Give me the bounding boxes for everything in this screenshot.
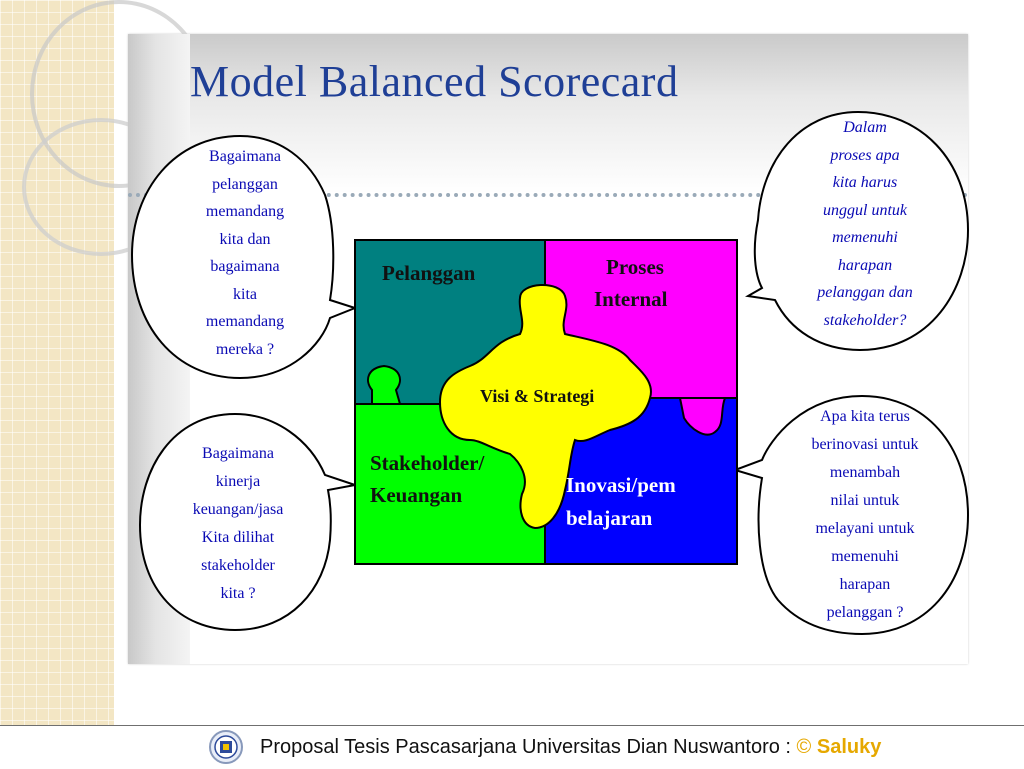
bubble-line: pelanggan ? xyxy=(826,604,904,621)
bubble-line: unggul untuk xyxy=(823,201,907,219)
bubble-line: mereka ? xyxy=(215,340,275,358)
stakeholder-label-line1: Stakeholder/ xyxy=(370,451,485,475)
bubble-line: stakeholder xyxy=(201,557,275,574)
bubble-top-left xyxy=(130,134,358,380)
bubble-line: memenuhi xyxy=(831,548,899,565)
bubble-line: Dalam xyxy=(843,119,887,136)
bubble-line: kita dan xyxy=(219,230,271,248)
bubble-line: menambah xyxy=(829,464,901,481)
bubble-line: harapan xyxy=(839,576,891,593)
bubble-line: proses apa xyxy=(830,146,900,164)
footer-text: Proposal Tesis Pascasarjana Universitas … xyxy=(260,736,881,759)
center-piece-visi-strategi xyxy=(438,283,652,530)
puzzle-tab-green xyxy=(367,364,402,405)
stakeholder-label-line2: Keuangan xyxy=(370,483,463,507)
proses-label-line2: Internal xyxy=(594,287,668,311)
footer-bar xyxy=(0,725,1024,769)
university-seal-icon xyxy=(209,730,243,764)
bubble-line: keuangan/jasa xyxy=(192,501,284,518)
bubble-top-right xyxy=(744,110,970,352)
slide-title: Model Balanced Scorecard xyxy=(190,57,679,106)
dotted-divider xyxy=(128,193,968,197)
puzzle-tab-magenta xyxy=(678,397,727,436)
footer-title: Proposal Tesis Pascasarjana Universitas … xyxy=(260,736,797,758)
bubble-bottom-left-text: Bagaimana kinerja keuangan/jasa Kita dil… xyxy=(148,440,328,608)
bubble-line: Kita dilihat xyxy=(201,529,275,546)
bubble-bottom-right-text: Apa kita terus berinovasi untuk menambah… xyxy=(770,403,960,627)
pelanggan-label: Pelanggan xyxy=(382,261,476,285)
bubble-bottom-left xyxy=(138,412,356,632)
bubble-line: kita xyxy=(233,285,257,303)
proses-label-line1: Proses xyxy=(606,255,664,279)
bubble-line: Apa kita terus xyxy=(820,408,910,425)
bubble-line: pelanggan dan xyxy=(817,284,913,301)
bubble-line: memandang xyxy=(205,313,285,330)
copyright-symbol: © xyxy=(796,736,812,758)
bubble-line: kita harus xyxy=(832,174,898,191)
bubble-line: nilai untuk xyxy=(830,492,900,509)
bubble-top-left-text: Bagaimana pelanggan memandang kita dan b… xyxy=(160,143,330,363)
inovasi-label-line1: Inovasi/pem xyxy=(566,473,676,497)
bubble-line: harapan xyxy=(837,256,893,274)
bubble-line: pelanggan xyxy=(212,175,278,193)
bubble-line: stakeholder? xyxy=(823,311,907,329)
visi-strategi-label: Visi & Strategi xyxy=(480,386,595,406)
bubble-top-right-text: Dalam proses apa kita harus unggul untuk… xyxy=(780,114,950,334)
bubble-line: memenuhi xyxy=(832,229,898,246)
inovasi-label-line2: belajaran xyxy=(566,506,653,530)
bubble-line: Bagaimana xyxy=(209,148,281,165)
bubble-line: bagaimana xyxy=(210,258,280,275)
bubble-line: kita ? xyxy=(220,585,256,602)
bubble-line: melayani untuk xyxy=(815,520,915,537)
bubble-line: Bagaimana xyxy=(202,445,274,462)
footer-author: Saluky xyxy=(816,736,882,758)
bubble-bottom-right xyxy=(731,394,970,636)
bubble-line: memandang xyxy=(205,203,285,220)
bubble-line: berinovasi untuk xyxy=(811,436,919,453)
bubble-line: kinerja xyxy=(215,473,261,490)
